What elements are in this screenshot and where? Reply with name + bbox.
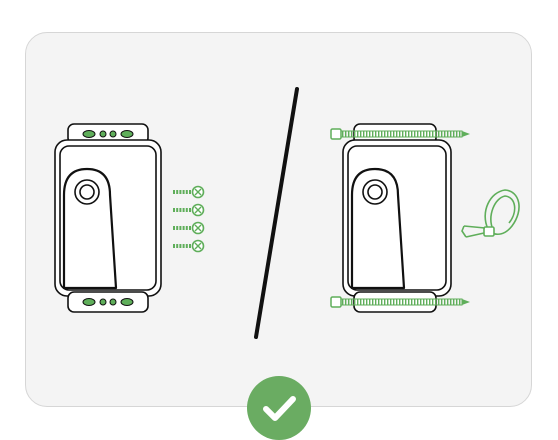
cable-tie-top [330,128,470,140]
screw-icon [173,221,205,235]
wall-mount-device-icon [54,123,162,313]
screw-group [173,185,205,253]
cable-tie-icon [461,189,520,238]
slash-divider [254,87,299,339]
cable-tie-bottom [330,296,470,308]
screw-icon [173,185,205,199]
checkmark-icon [247,376,311,440]
screw-icon [173,239,205,253]
pole-mount-device-icon [342,123,452,313]
screw-icon [173,203,205,217]
